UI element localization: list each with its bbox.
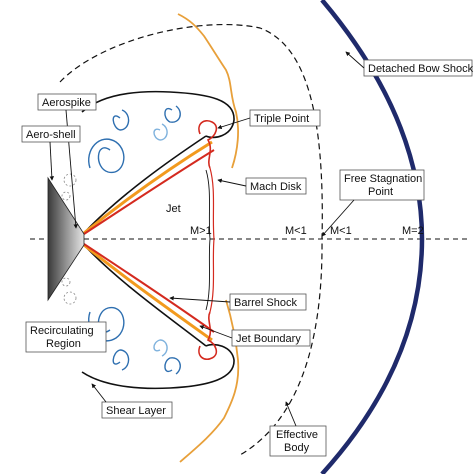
mach-label-m-gt-1: M>1 <box>190 225 212 237</box>
bow-shock-curve <box>320 0 425 474</box>
triple-point-label: Triple Point <box>254 113 309 125</box>
recirculating-label-box <box>25 321 107 353</box>
aero-shell-leader <box>49 141 55 181</box>
lower-jet-orange <box>83 243 213 342</box>
upper-jet-red <box>83 149 215 235</box>
mach-label-m-lt-1-b: M<1 <box>330 225 352 237</box>
mach-disk-line <box>209 167 215 313</box>
upper-barrel-shock-line <box>83 135 207 234</box>
aerospike-label-box <box>37 93 97 111</box>
aero-shell-label-box <box>21 125 81 143</box>
effective-body-label-line1: Effective <box>276 429 318 441</box>
effective-body-curve <box>59 23 323 456</box>
lower-triple-point-curl <box>198 311 218 361</box>
free-stagnation-label-line2: Point <box>368 186 393 198</box>
effective-body-label-line2: Body <box>284 442 310 454</box>
shear-layer-leader <box>91 383 107 403</box>
upper-jet-orange <box>83 140 213 235</box>
triple-point-leader <box>217 117 251 130</box>
free-stagnation-label-line1: Free Stagnation <box>344 173 422 185</box>
mach-disk-label: Mach Disk <box>250 181 302 193</box>
lower-barrel-shock-line <box>83 244 207 347</box>
free-stagnation-leader <box>321 199 355 237</box>
mach-disk-leader <box>217 178 247 187</box>
bow-shock-label: Detached Bow Shock <box>368 63 474 75</box>
aero-shell-cone <box>47 176 85 302</box>
upper-recirculation-boundary <box>81 90 235 139</box>
upper-vortices <box>88 105 181 173</box>
recirculating-label-line2: Region <box>46 338 81 350</box>
jet-boundary-label: Jet Boundary <box>236 333 301 345</box>
shear-layer-curve <box>177 13 240 463</box>
shear-layer-label: Shear Layer <box>106 405 166 417</box>
jet-boundary-leader <box>199 325 233 339</box>
mach-disk-line-black <box>205 169 211 311</box>
lower-jet-red <box>83 243 215 333</box>
shell-bubbles <box>61 173 77 305</box>
effective-body-label-box <box>269 425 327 457</box>
bow-shock-leader <box>345 51 365 69</box>
free-stagnation-label-box <box>339 169 425 201</box>
jet-label: Jet <box>166 203 181 215</box>
mach-label-m-lt-1-a: M<1 <box>285 225 307 237</box>
aero-shell-label: Aero-shell <box>26 129 76 141</box>
barrel-shock-label: Barrel Shock <box>234 297 297 309</box>
recirculating-label-line1: Recirculating <box>30 325 94 337</box>
shear-layer-label-box <box>101 401 173 419</box>
barrel-shock-leader <box>169 296 231 303</box>
effective-body-leader <box>285 401 297 427</box>
upper-triple-point-curl <box>198 119 218 169</box>
aerospike-label: Aerospike <box>42 97 91 109</box>
mach-label-m-eq-2: M=2 <box>402 225 424 237</box>
lower-recirculation-boundary <box>81 343 235 390</box>
